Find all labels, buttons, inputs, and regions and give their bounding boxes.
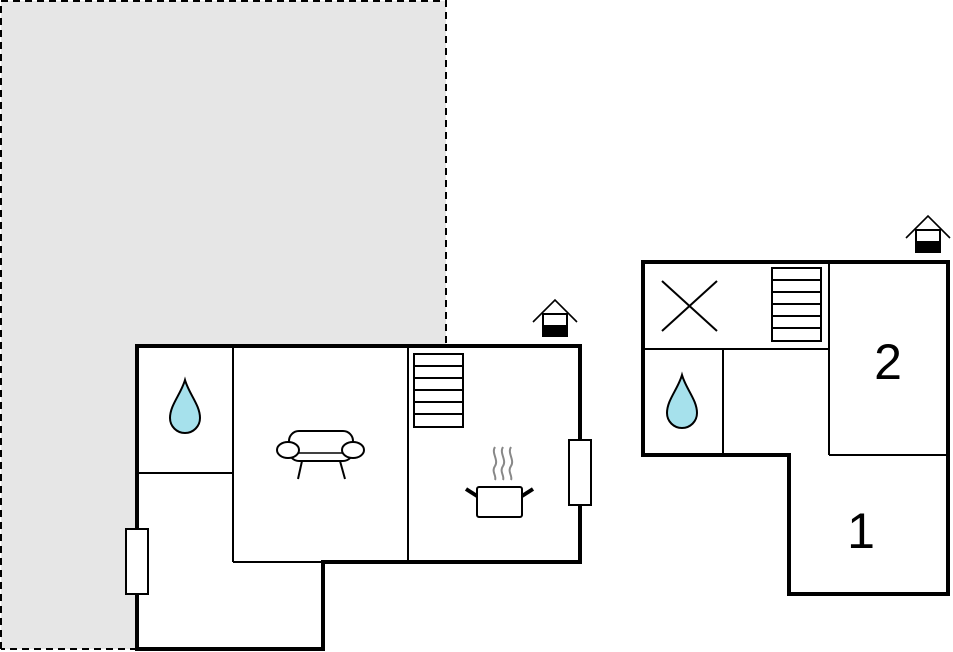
cooking-pot-icon xyxy=(464,446,535,518)
void-cross-icon xyxy=(661,280,718,332)
ground-floor xyxy=(125,298,592,651)
staircase-icon xyxy=(771,267,822,342)
house-entrance-icon xyxy=(532,298,578,337)
upper-floor: 2 1 xyxy=(641,214,951,596)
bathroom-water-drop-icon xyxy=(665,371,699,429)
bathroom-water-drop-icon xyxy=(168,376,202,434)
terrace-area xyxy=(1,1,446,649)
window-icon xyxy=(125,528,149,595)
terrace-outline xyxy=(0,0,447,650)
upper-floor-outer-wall xyxy=(641,260,950,596)
house-entrance-icon xyxy=(905,214,951,253)
sofa-icon xyxy=(276,430,365,480)
room-label-2: 2 xyxy=(874,334,902,390)
staircase-icon xyxy=(413,353,464,428)
window-icon xyxy=(568,439,592,506)
room-label-1: 1 xyxy=(847,503,875,559)
